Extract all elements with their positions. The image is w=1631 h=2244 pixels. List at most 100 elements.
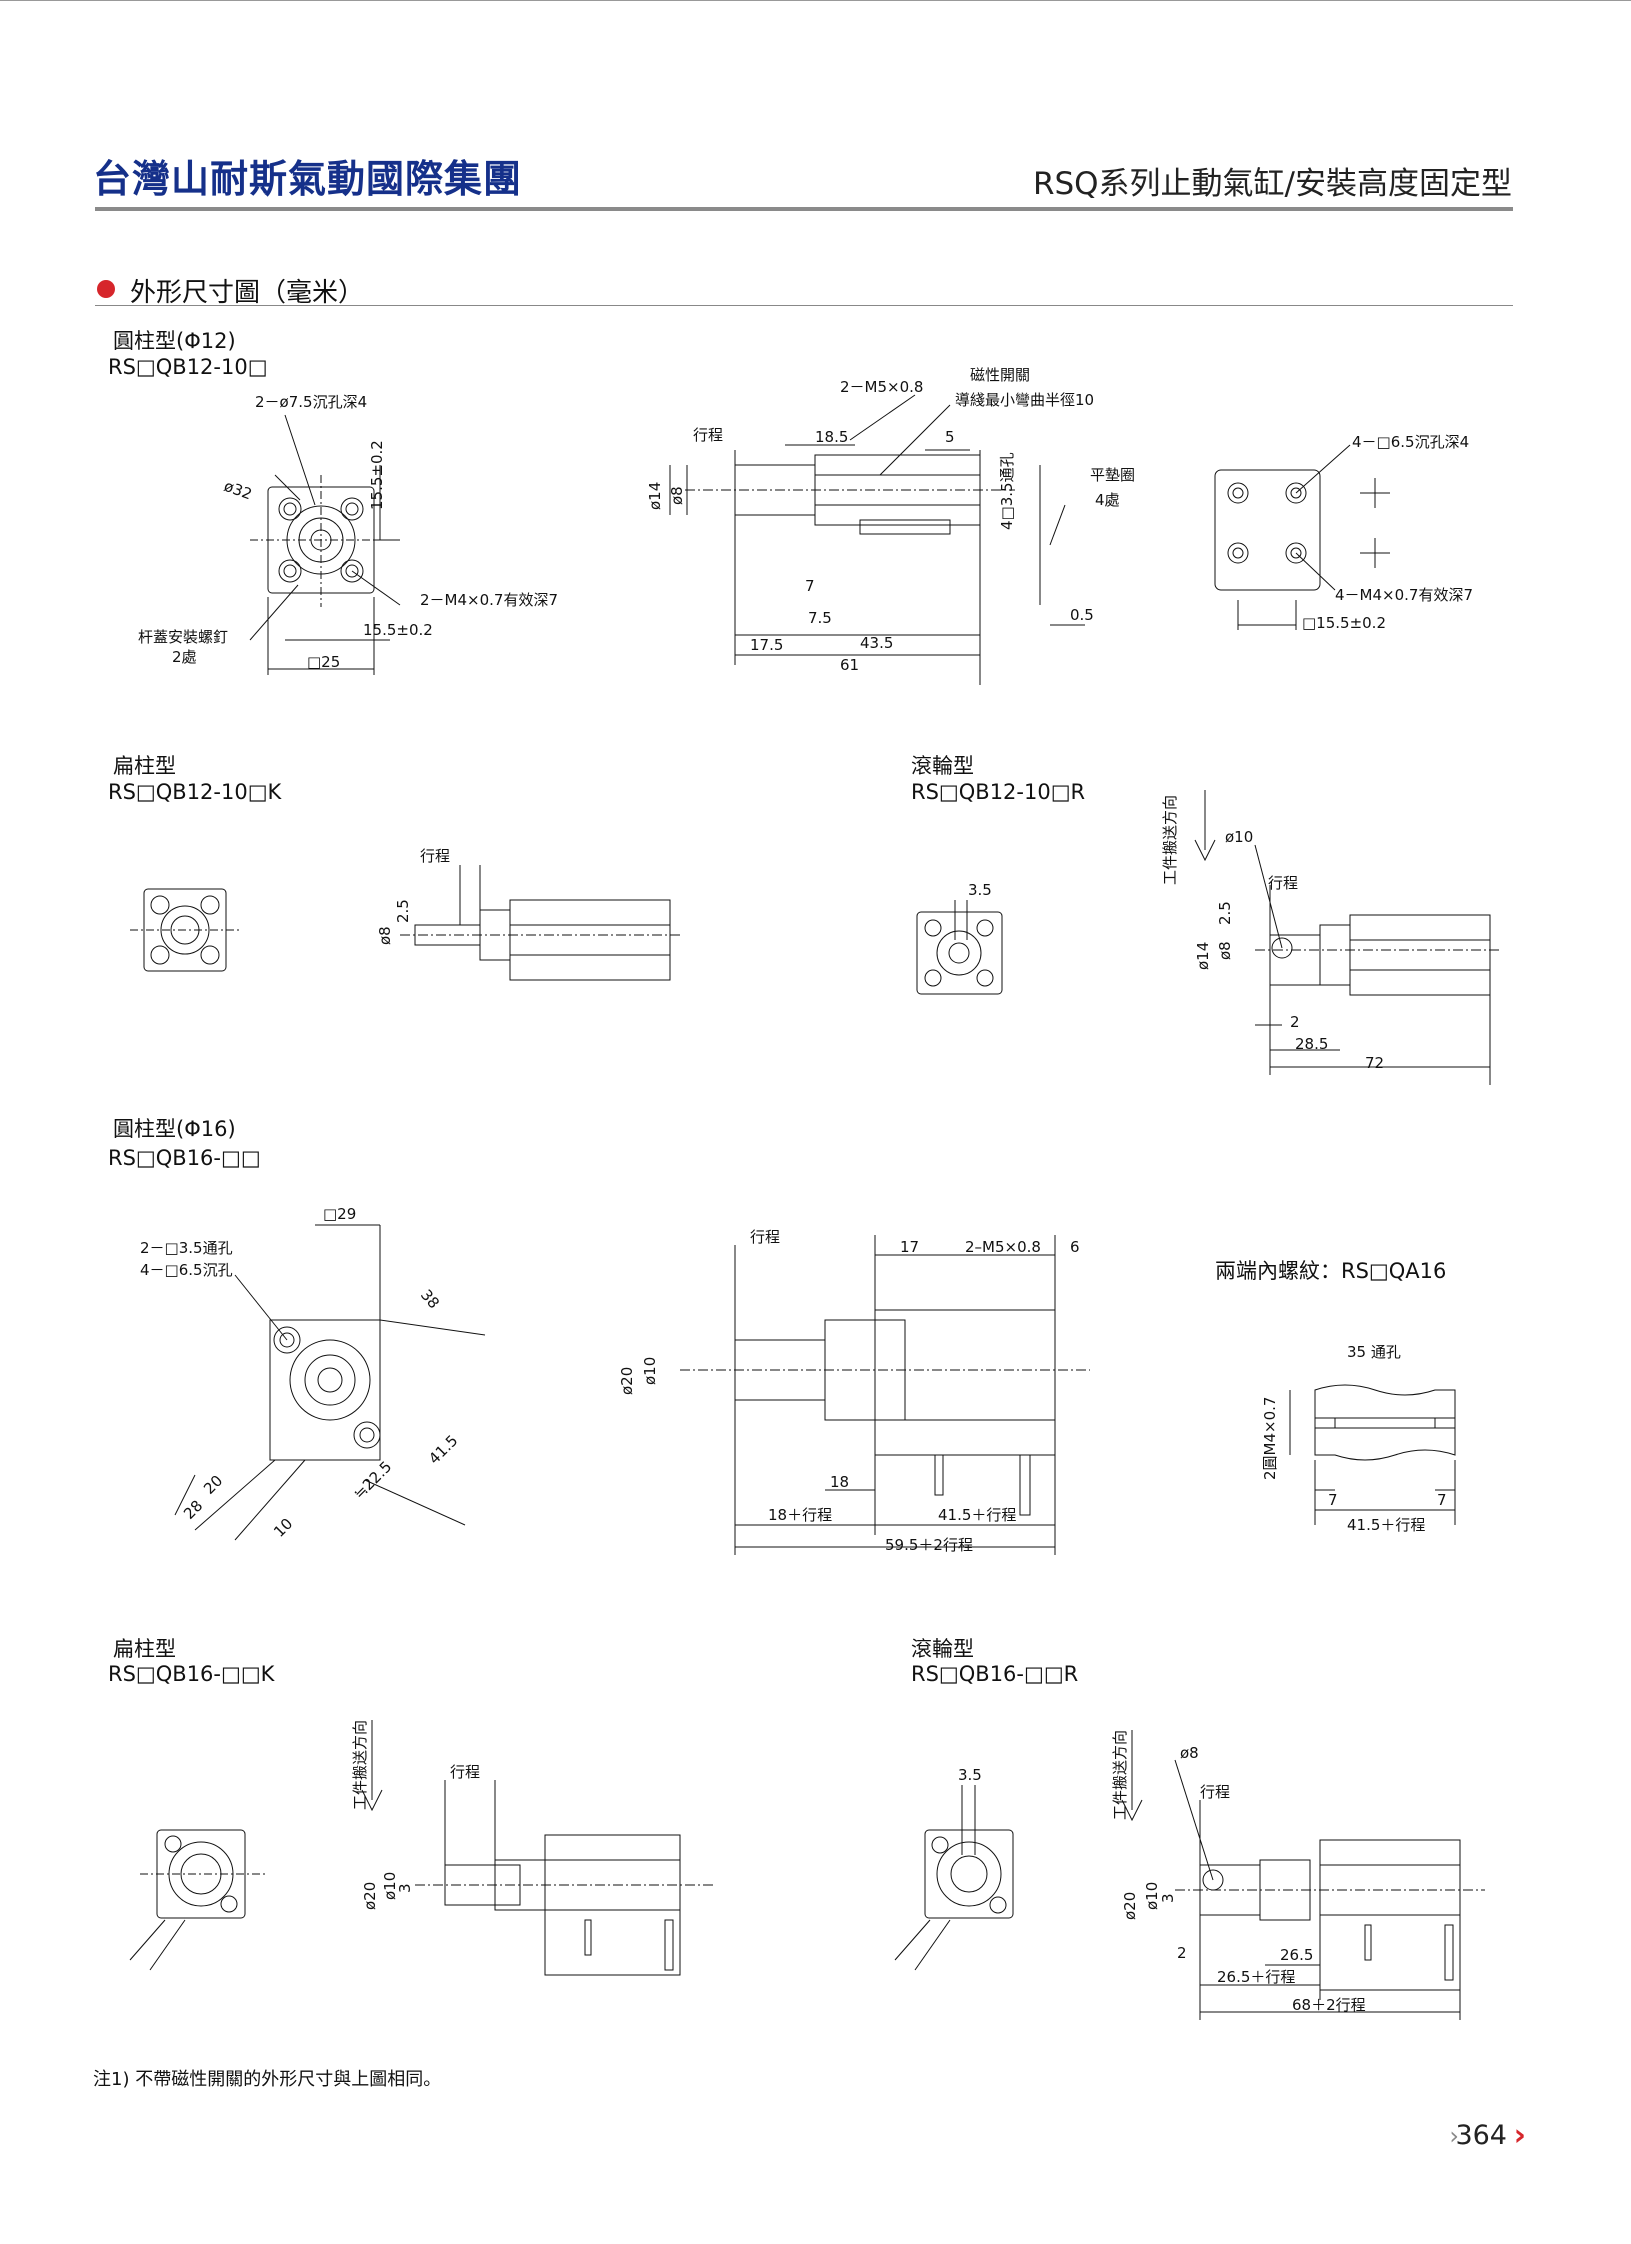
dim-washer-qty: 4處 [1095, 491, 1120, 509]
dim-7a: 7 [1328, 1491, 1338, 1509]
side-view-phi12-r: 工件搬送方向 ø10 行程 ø14 ø8 2.5 2 28.5 72 [1161, 785, 1500, 1090]
dim-d10: ø10 [1143, 1882, 1161, 1910]
dim-265: 26.5 [1280, 1946, 1313, 1964]
dim-20: 20 [200, 1472, 226, 1498]
dim-3: 3 [1159, 1893, 1177, 1903]
dim-d8: ø8 [1180, 1744, 1199, 1762]
footnote: 注1) 不帶磁性開關的外形尺寸與上圖相同。 [93, 2069, 442, 2090]
front-view-phi16-k [125, 1810, 265, 1985]
dim-s18: 18＋行程 [768, 1506, 832, 1524]
dim-stroke: 行程 [1200, 1783, 1230, 1801]
series-title: RSQ系列止動氣缸/安裝高度固定型 [1032, 166, 1512, 202]
dim-d20: ø20 [1121, 1892, 1139, 1920]
dim-dia32: ø32 [222, 477, 255, 504]
side-view-phi12-k: 行程 ø8 2.5 [376, 847, 680, 995]
front-view-phi12: 2－ø7.5沉孔深4 ø32 15.5±0.2 2－M4×0.7有效深7 15.… [138, 393, 558, 685]
block3-type: 滾輪型 [911, 754, 974, 778]
dim-sq29: □29 [323, 1205, 356, 1223]
rear-view-phi12: 4－□6.5沉孔深4 4－M4×0.7有效深7 □15.5±0.2 [1190, 433, 1473, 632]
dim-61: 61 [840, 656, 859, 674]
dim-rod-screw: 杆蓋安裝螺釘 [138, 628, 228, 646]
dim-05: 0.5 [1070, 606, 1094, 624]
block3-model: RS□QB12-10□R [911, 780, 1086, 804]
side-view-phi16-k: 工件搬送方向 行程 ø20 ø10 3 [351, 1720, 725, 1970]
dim-stroke: 行程 [750, 1228, 780, 1246]
dim-qty: 2處 [172, 648, 197, 666]
dim-stroke: 行程 [693, 426, 723, 444]
dim-feed: 工件搬送方向 [1111, 1730, 1129, 1820]
dim-bend: 導綫最小彎曲半徑10 [955, 391, 1094, 409]
side-view-phi16-r: 工件搬送方向 ø8 行程 ø20 ø10 3 2 26.5 26.5＋行程 68… [1111, 1730, 1490, 2030]
page-number: 364 [1455, 2120, 1507, 2151]
dim-5: 5 [945, 428, 955, 446]
dim-d10: ø10 [381, 1872, 399, 1900]
dim-h155: 15.5±0.2 [368, 440, 386, 510]
dim-185: 18.5 [815, 428, 848, 446]
header-rule [95, 207, 1513, 211]
dim-6: 6 [1070, 1238, 1080, 1256]
dim-3: 3 [396, 1883, 414, 1893]
dim-stroke: 行程 [1268, 874, 1298, 892]
dim-35: 3.5 [968, 881, 992, 899]
block1-type: 圓柱型(Φ12) [113, 329, 236, 353]
block4-model: RS□QB16-□□ [108, 1146, 261, 1170]
dim-m5: 2–M5×0.8 [965, 1238, 1041, 1256]
dim-m5: 2－M5×0.8 [840, 378, 923, 396]
side-view-phi12: 行程 2－M5×0.8 磁性開關 導綫最小彎曲半徑10 18.5 5 4□3.5… [646, 366, 1135, 695]
dim-thru: 2－□3.5通孔 [140, 1239, 233, 1257]
dim-m4: 4－M4×0.7有效深7 [1335, 586, 1473, 604]
block4-type: 圓柱型(Φ16) [113, 1117, 236, 1141]
dim-7b: 7 [1437, 1491, 1447, 1509]
internal-thread-view: 35 通孔 2圓M4×0.7 7 7 41.5＋行程 [1261, 1343, 1475, 1534]
dim-m4: 2－M4×0.7有效深7 [420, 591, 558, 609]
dim-d10: ø10 [641, 1357, 659, 1385]
block1-model: RS□QB12-10□ [108, 355, 268, 379]
dim-25: 2.5 [1216, 901, 1234, 925]
dim-s415: 41.5＋行程 [938, 1506, 1016, 1524]
dim-cb: 4－□6.5沉孔 [140, 1261, 233, 1279]
dim-415: 41.5 [425, 1431, 461, 1467]
dim-d8: ø8 [376, 926, 394, 945]
dim-w155: 15.5±0.2 [363, 621, 433, 639]
dim-feed: 工件搬送方向 [1161, 795, 1179, 885]
dim-switch: 磁性開關 [970, 366, 1030, 384]
block6-type: 滾輪型 [911, 1637, 974, 1661]
dim-d20: ø20 [618, 1367, 636, 1395]
side-view-phi16: 行程 17 2–M5×0.8 6 ø20 ø10 18 18＋行程 41.5＋行… [618, 1228, 1110, 1565]
internal-thread-title: 兩端內螺紋：RS□QA16 [1215, 1259, 1447, 1283]
block5-model: RS□QB16-□□K [108, 1662, 275, 1686]
block5-type: 扁柱型 [113, 1637, 176, 1661]
dim-72: 72 [1365, 1054, 1384, 1072]
chevron-right-icon: › [1513, 2118, 1526, 2153]
front-view-phi12-k [130, 875, 240, 985]
dim-18: 18 [830, 1473, 849, 1491]
dim-38: 38 [417, 1286, 443, 1312]
dim-thru: 4□3.5通孔 [998, 452, 1016, 530]
chevron-left-icon: › [1449, 2122, 1459, 2150]
dim-25: 2.5 [394, 899, 412, 923]
dim-sq: □15.5±0.2 [1302, 614, 1386, 632]
dim-17: 17 [900, 1238, 919, 1256]
bullet-icon [97, 280, 115, 298]
dim-d10: ø10 [1225, 828, 1253, 846]
section-rule [95, 305, 1513, 306]
dim-75: 7.5 [808, 609, 832, 627]
dim-stroke: 行程 [420, 847, 450, 865]
dim-m4: 2圓M4×0.7 [1261, 1397, 1279, 1480]
dim-stroke: 行程 [450, 1763, 480, 1781]
dim-s595: 59.5＋2行程 [885, 1536, 973, 1554]
dim-thru: 35 通孔 [1347, 1343, 1401, 1361]
dim-7: 7 [805, 577, 815, 595]
dim-d20: ø20 [361, 1882, 379, 1910]
company-name: 台灣山耐斯氣動國際集團 [93, 157, 523, 201]
front-view-phi12-r: 3.5 [905, 881, 1015, 1000]
dim-s415: 41.5＋行程 [1347, 1516, 1425, 1534]
dim-d14: ø14 [646, 482, 664, 510]
dim-s68: 68＋2行程 [1292, 1996, 1366, 2014]
dim-washer: 平墊圈 [1090, 466, 1135, 484]
block2-model: RS□QB12-10□K [108, 780, 282, 804]
section-title: 外形尺寸圖（毫米） [130, 278, 365, 308]
dim-225: ≒22.5 [350, 1458, 395, 1503]
dim-28: 28 [180, 1497, 206, 1523]
block6-model: RS□QB16-□□R [911, 1662, 1079, 1686]
